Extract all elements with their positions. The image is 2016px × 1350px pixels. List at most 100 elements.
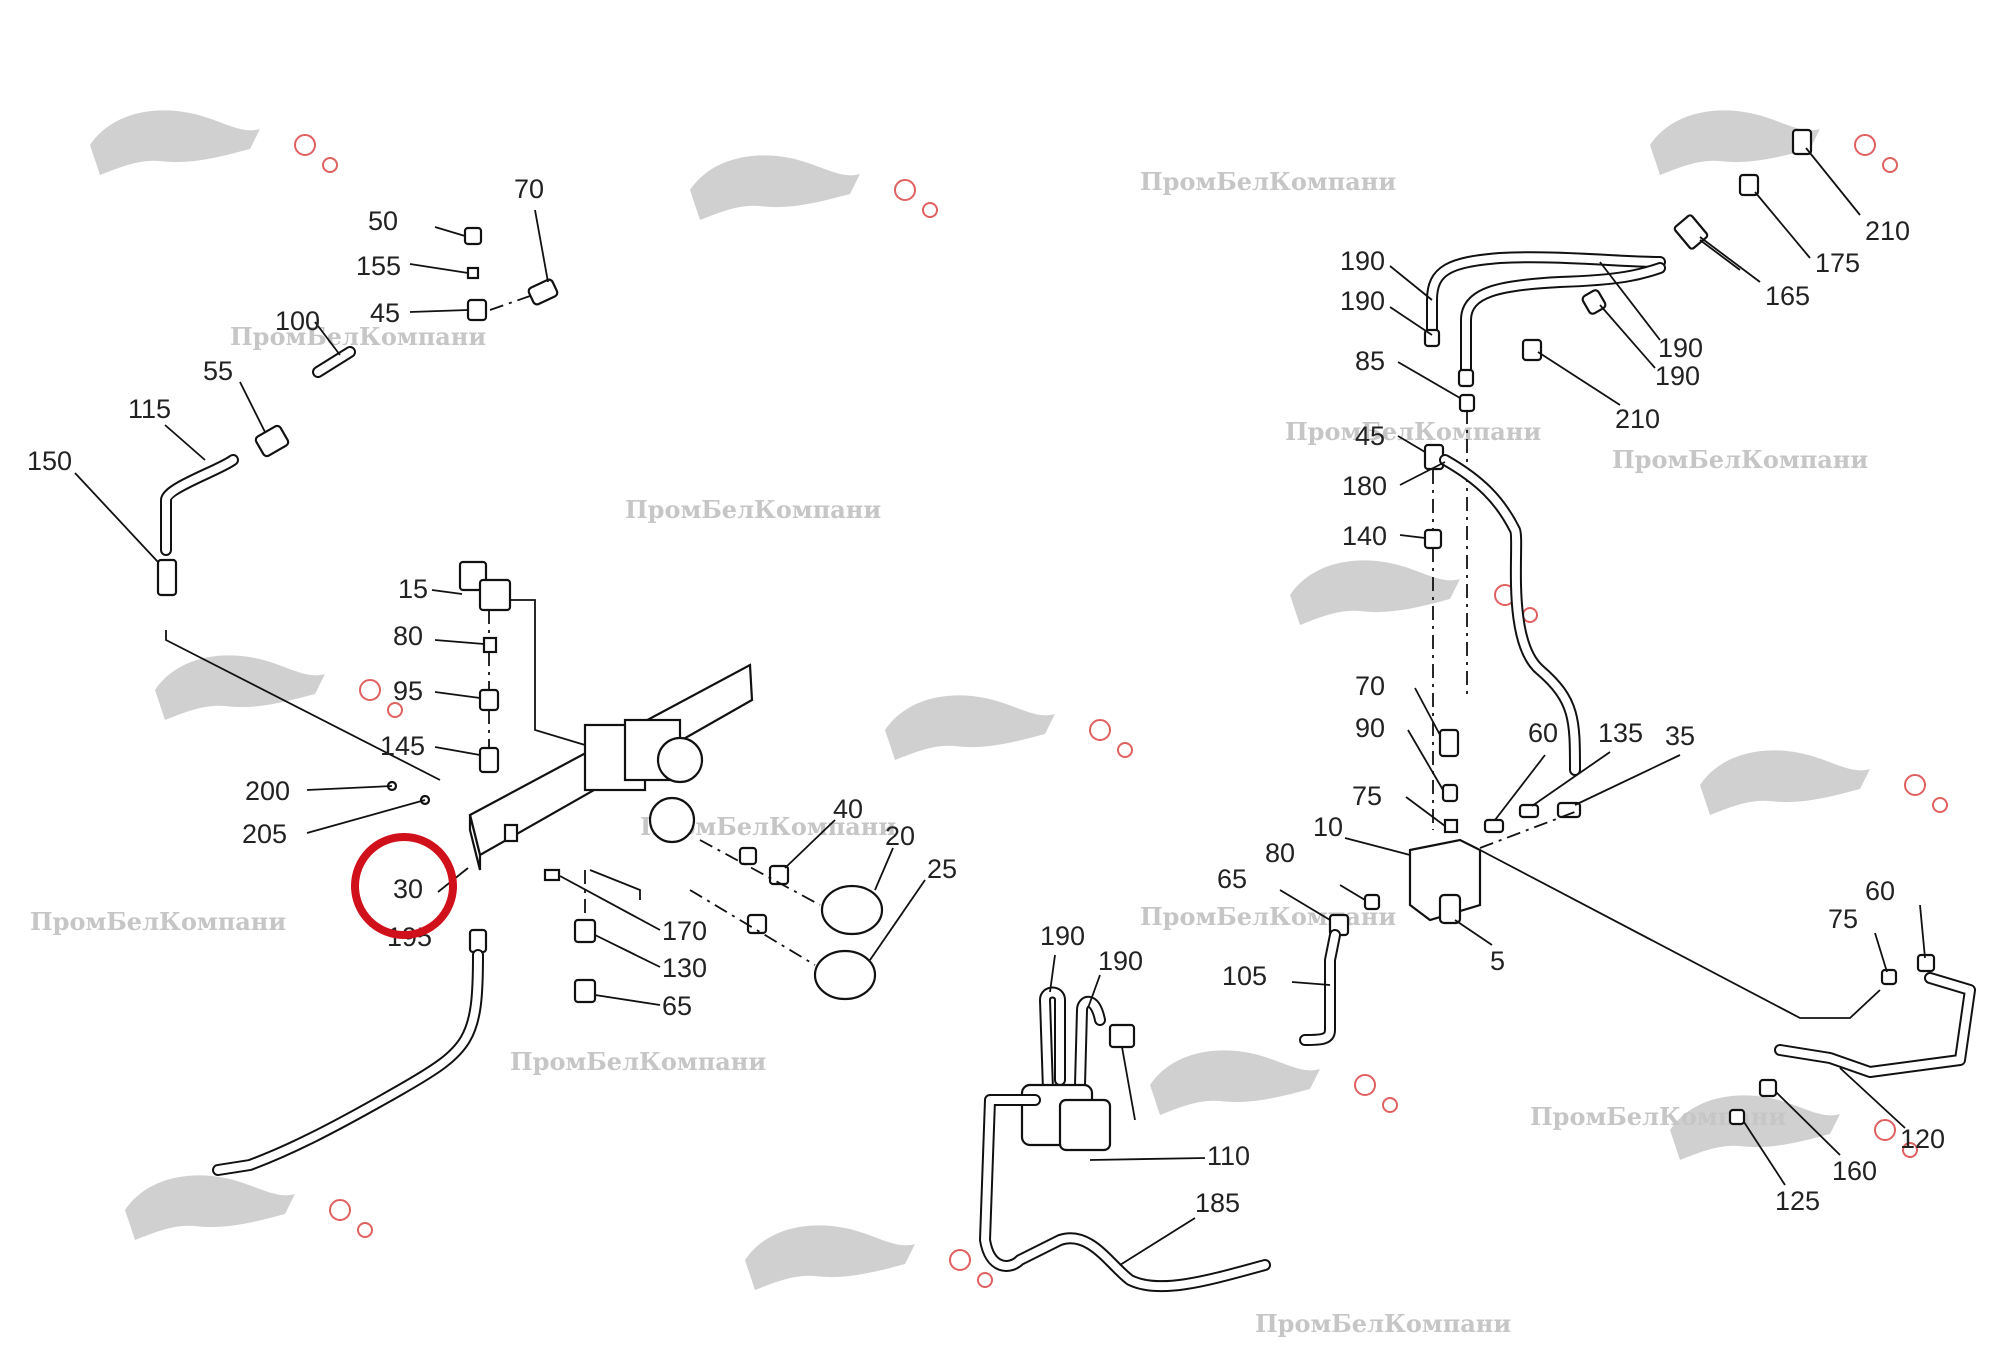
fitting-75a xyxy=(1443,818,1459,834)
watermark-text: ПромБелКомпани xyxy=(30,907,286,936)
fitting-75b xyxy=(1880,968,1898,986)
elbow-65 xyxy=(573,978,597,1004)
label-155: 155 xyxy=(356,251,401,281)
nut-50 xyxy=(463,226,483,246)
elbow-70 xyxy=(527,278,559,306)
label-135: 135 xyxy=(1598,718,1643,748)
label-65: 65 xyxy=(1217,864,1247,894)
label-190: 190 xyxy=(1098,946,1143,976)
nut-40a xyxy=(738,846,758,866)
label-210: 210 xyxy=(1865,216,1910,246)
label-15: 15 xyxy=(398,574,428,604)
fitting-140 xyxy=(1423,528,1443,550)
elbow-70b xyxy=(1438,728,1460,758)
screw-170 xyxy=(543,868,561,882)
fitting-35 xyxy=(1556,801,1582,819)
nut-40 xyxy=(768,864,790,886)
bracket-edge xyxy=(468,814,482,871)
leader-lines xyxy=(74,147,1926,1266)
panther-logo-icon xyxy=(690,155,938,220)
switch-165 xyxy=(1673,214,1709,250)
label-140: 140 xyxy=(1342,521,1387,551)
valve-10 xyxy=(1408,838,1482,922)
label-165: 165 xyxy=(1765,281,1810,311)
label-65: 65 xyxy=(662,991,692,1021)
fitting-85 xyxy=(1458,393,1476,413)
label-190: 190 xyxy=(1040,921,1085,951)
watermark-text: ПромБелКомпани xyxy=(1140,167,1396,196)
label-90: 90 xyxy=(1355,713,1385,743)
label-145: 145 xyxy=(380,731,425,761)
fitting-95 xyxy=(478,688,500,712)
label-25: 25 xyxy=(927,854,957,884)
bracket-slot xyxy=(503,823,519,843)
label-205: 205 xyxy=(242,819,287,849)
accumulator-25 xyxy=(813,949,877,1001)
valve-110b xyxy=(1058,1098,1112,1152)
label-35: 35 xyxy=(1665,721,1695,751)
watermark-text: ПромБелКомпани xyxy=(1285,417,1541,446)
panther-logo-icon xyxy=(885,695,1133,760)
part-labels: 50 70 155 45 100 55 115 150 15 80 95 145… xyxy=(27,174,1945,1218)
fitting-145 xyxy=(478,746,500,774)
label-45: 45 xyxy=(370,298,400,328)
label-210: 210 xyxy=(1615,404,1660,434)
label-175: 175 xyxy=(1815,248,1860,278)
solenoid-15b xyxy=(478,578,512,612)
accumulator-a xyxy=(656,736,704,784)
label-5: 5 xyxy=(1490,946,1505,976)
label-190: 190 xyxy=(1340,286,1385,316)
fitting-210b xyxy=(1521,338,1543,362)
label-60: 60 xyxy=(1865,876,1895,906)
label-125: 125 xyxy=(1775,1186,1820,1216)
label-30: 30 xyxy=(393,874,423,904)
watermark-text: ПромБелКомпани xyxy=(1612,445,1868,474)
label-75: 75 xyxy=(1352,781,1382,811)
fitting-195 xyxy=(468,928,488,954)
label-45: 45 xyxy=(1355,421,1385,451)
label-70: 70 xyxy=(1355,671,1385,701)
label-70: 70 xyxy=(514,174,544,204)
panther-logo-icon xyxy=(1290,560,1538,625)
label-170: 170 xyxy=(662,916,707,946)
fitting-190a xyxy=(1423,328,1441,348)
panther-logo-icon xyxy=(1670,1095,1918,1160)
label-150: 150 xyxy=(27,446,72,476)
label-190: 190 xyxy=(1658,333,1703,363)
watermark-text: ПромБелКомпани xyxy=(230,322,486,351)
watermark-logos xyxy=(90,110,1948,1290)
label-105: 105 xyxy=(1222,961,1267,991)
fitting-175 xyxy=(1738,173,1760,197)
label-110: 110 xyxy=(1207,1141,1250,1171)
fitting-135 xyxy=(1518,803,1540,819)
fitting-55 xyxy=(254,424,290,458)
label-200: 200 xyxy=(245,776,290,806)
label-180: 180 xyxy=(1342,471,1387,501)
panther-logo-icon xyxy=(745,1225,993,1290)
label-130: 130 xyxy=(662,953,707,983)
fitting-80 xyxy=(482,636,498,654)
label-75: 75 xyxy=(1828,904,1858,934)
label-80: 80 xyxy=(1265,838,1295,868)
fitting-60b xyxy=(1916,953,1936,973)
panther-logo-icon xyxy=(1150,1050,1398,1115)
label-95: 95 xyxy=(393,676,423,706)
panther-logo-icon xyxy=(125,1175,373,1240)
panther-logo-icon xyxy=(1650,110,1898,175)
tee-45 xyxy=(466,298,488,322)
right-assembly xyxy=(979,128,1976,1293)
fitting-190c xyxy=(1581,289,1607,315)
fitting-125 xyxy=(1728,1108,1746,1126)
label-190: 190 xyxy=(1340,246,1385,276)
label-185: 185 xyxy=(1195,1188,1240,1218)
fitting-5 xyxy=(1438,893,1462,925)
label-160: 160 xyxy=(1832,1156,1877,1186)
left-assembly xyxy=(156,226,884,1176)
label-80: 80 xyxy=(393,621,423,651)
solenoid-110 xyxy=(1108,1023,1136,1049)
label-40: 40 xyxy=(833,794,863,824)
highlight-circle xyxy=(351,833,457,939)
watermark-text: ПромБелКомпани xyxy=(1140,902,1396,931)
label-100: 100 xyxy=(275,306,320,336)
